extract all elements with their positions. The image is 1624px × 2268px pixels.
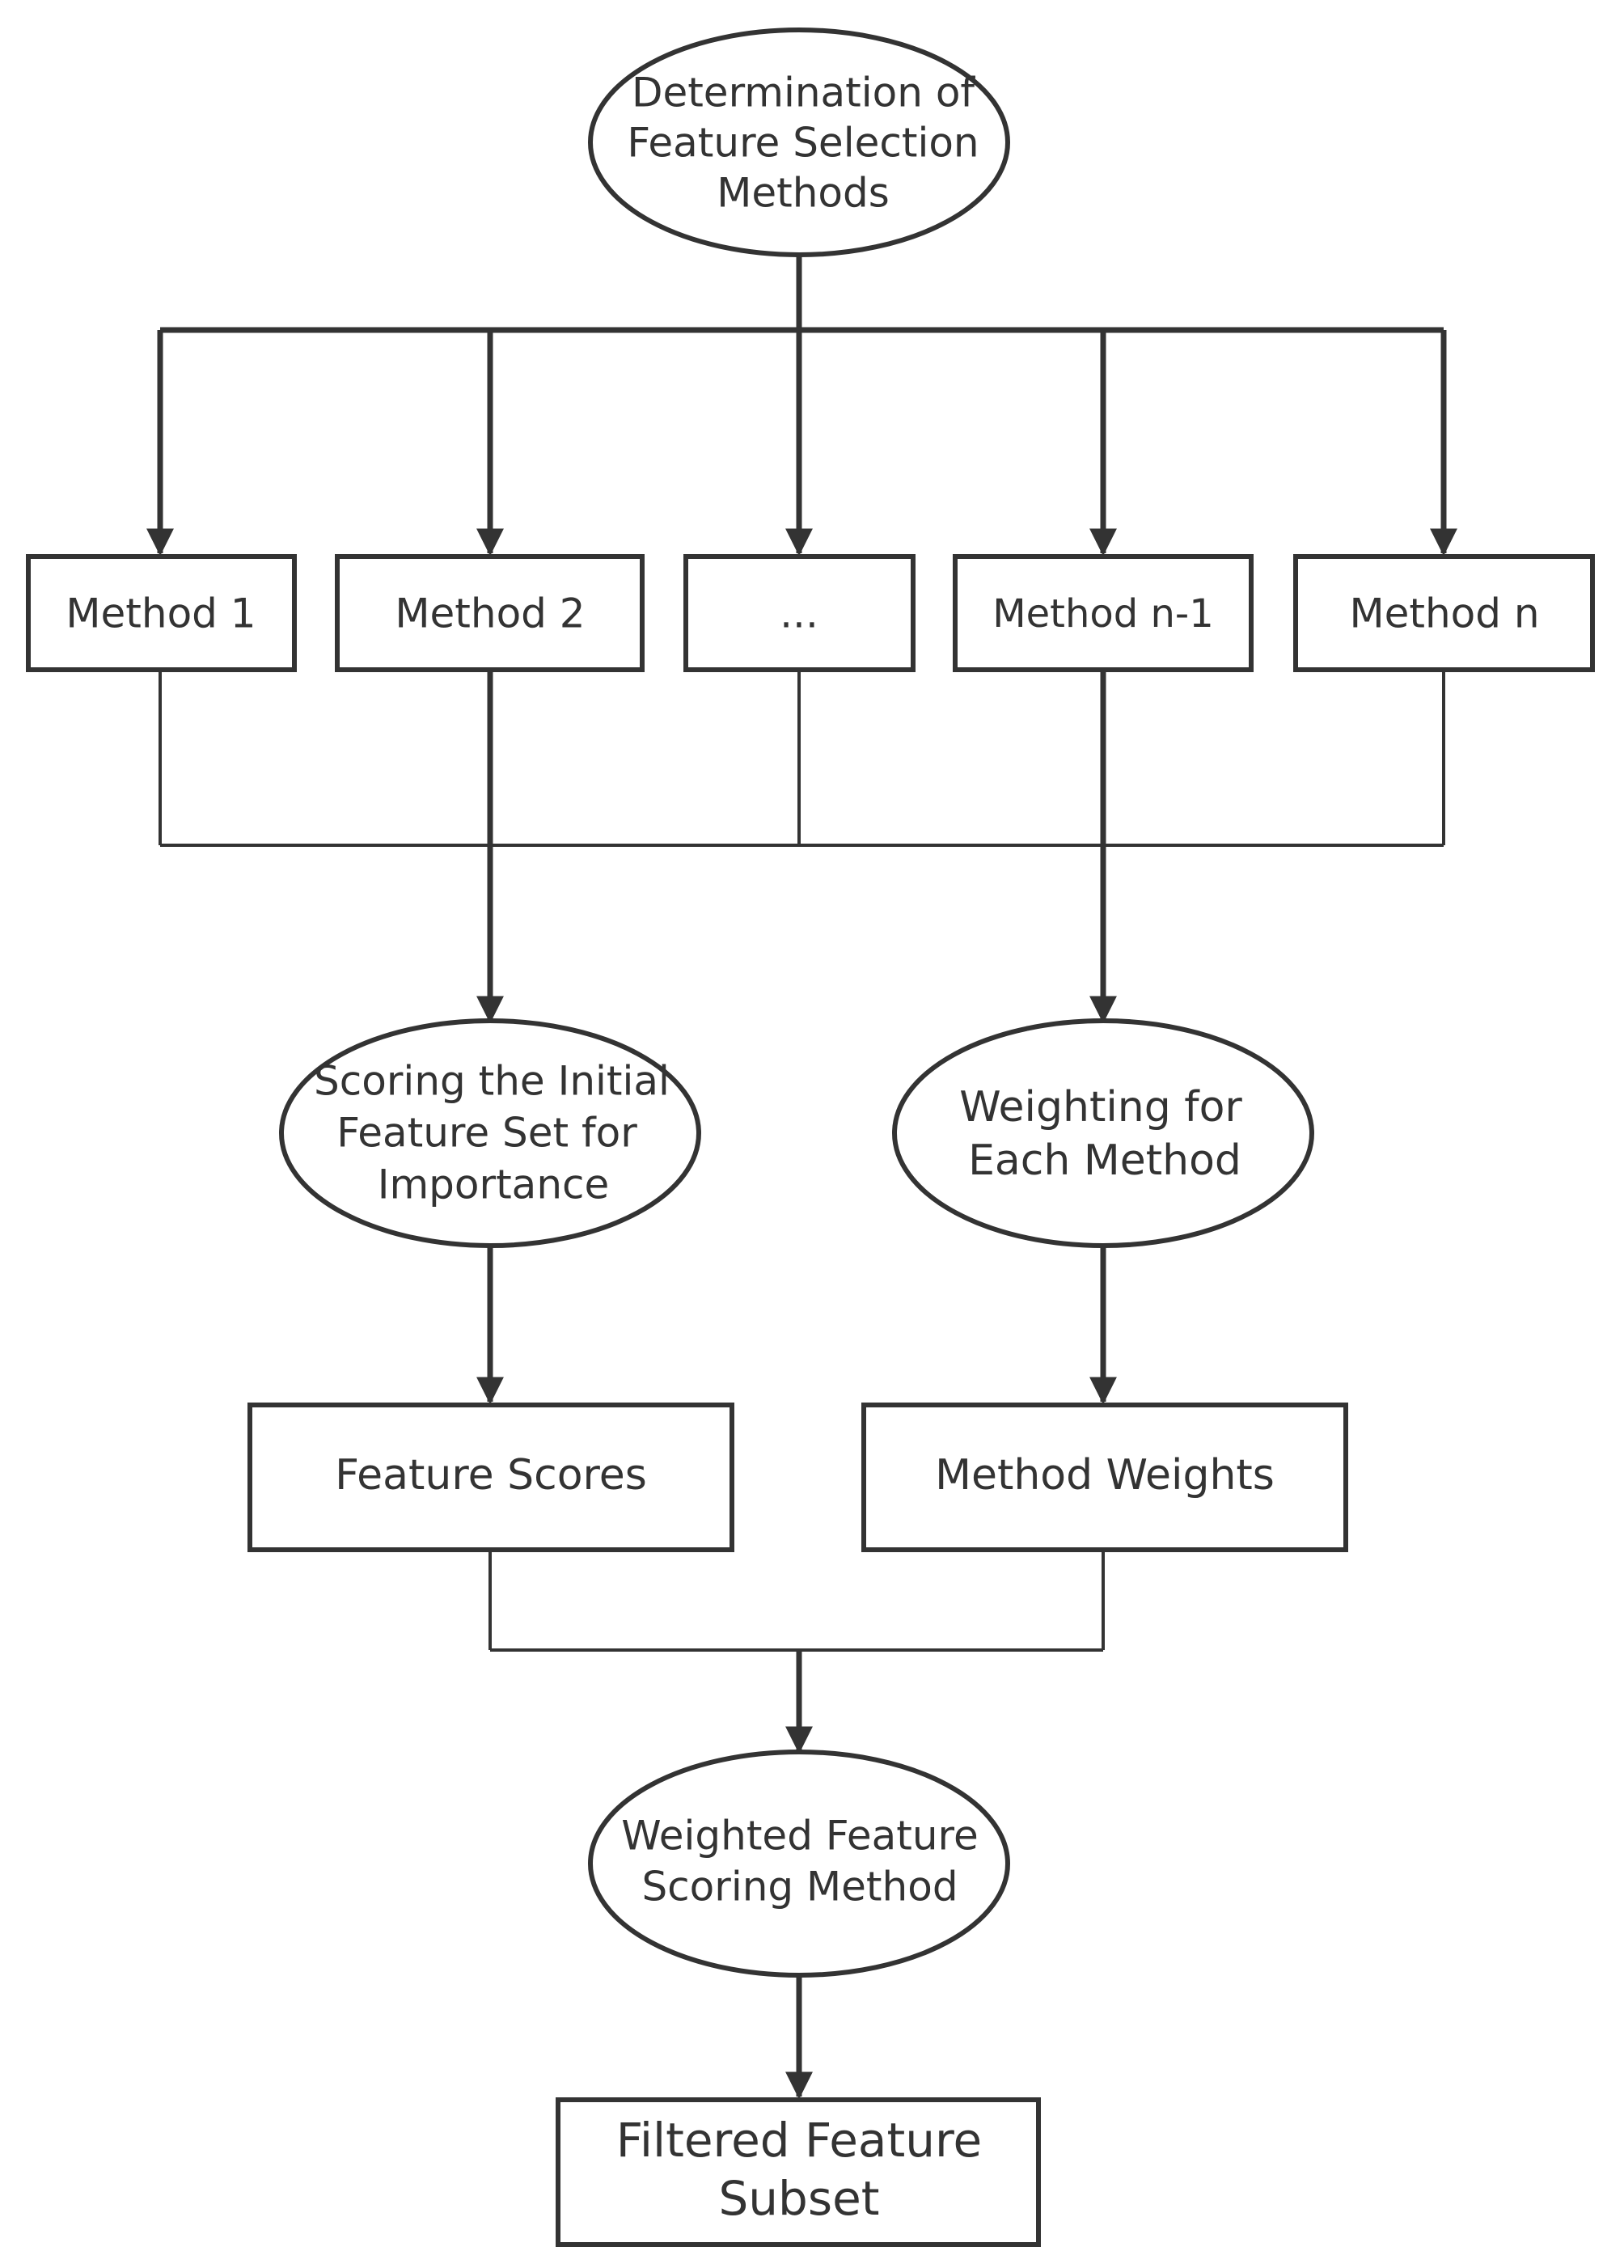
- node-determination: Determination of Feature Selection Metho…: [588, 28, 1010, 257]
- node-determination-line-3: Methods: [717, 170, 890, 217]
- node-method-weights: Method Weights: [861, 1403, 1348, 1552]
- node-method-2-label: Method 2: [395, 590, 585, 637]
- node-determination-line-1: Determination of: [632, 70, 975, 116]
- node-weighting-line-2: Each Method: [968, 1136, 1241, 1185]
- node-scoring: Scoring the Initial Feature Set for Impo…: [279, 1018, 701, 1248]
- node-filtered-subset: Filtered Feature Subset: [556, 2097, 1041, 2247]
- node-filtered-subset-line-1: Filtered Feature: [616, 2113, 982, 2168]
- node-method-n: Method n: [1293, 554, 1595, 672]
- node-weighting: Weighting for Each Method: [892, 1018, 1314, 1248]
- node-method-ellipsis: ...: [683, 554, 916, 672]
- node-method-n-minus-1: Method n-1: [953, 554, 1254, 672]
- node-weighting-line-1: Weighting for: [959, 1083, 1242, 1132]
- node-method-1: Method 1: [26, 554, 297, 672]
- node-method-1-label: Method 1: [66, 590, 256, 637]
- node-method-weights-label: Method Weights: [935, 1451, 1275, 1500]
- node-filtered-subset-line-2: Subset: [718, 2171, 879, 2226]
- node-method-ellipsis-label: ...: [780, 590, 818, 637]
- node-scoring-line-1: Scoring the Initial: [314, 1058, 670, 1105]
- node-determination-line-2: Feature Selection: [627, 120, 979, 167]
- node-method-n-minus-1-label: Method n-1: [992, 591, 1214, 637]
- node-feature-scores-label: Feature Scores: [335, 1451, 647, 1500]
- node-scoring-line-3: Importance: [378, 1162, 610, 1208]
- node-weighted-scoring: Weighted Feature Scoring Method: [588, 1750, 1010, 1978]
- node-scoring-line-2: Feature Set for: [336, 1110, 637, 1157]
- node-method-2: Method 2: [335, 554, 645, 672]
- node-feature-scores: Feature Scores: [247, 1403, 734, 1552]
- node-weighted-scoring-line-2: Scoring Method: [641, 1864, 958, 1910]
- node-weighted-scoring-line-1: Weighted Feature: [621, 1813, 979, 1860]
- connectors: [146, 255, 1457, 2100]
- node-method-n-label: Method n: [1349, 590, 1539, 637]
